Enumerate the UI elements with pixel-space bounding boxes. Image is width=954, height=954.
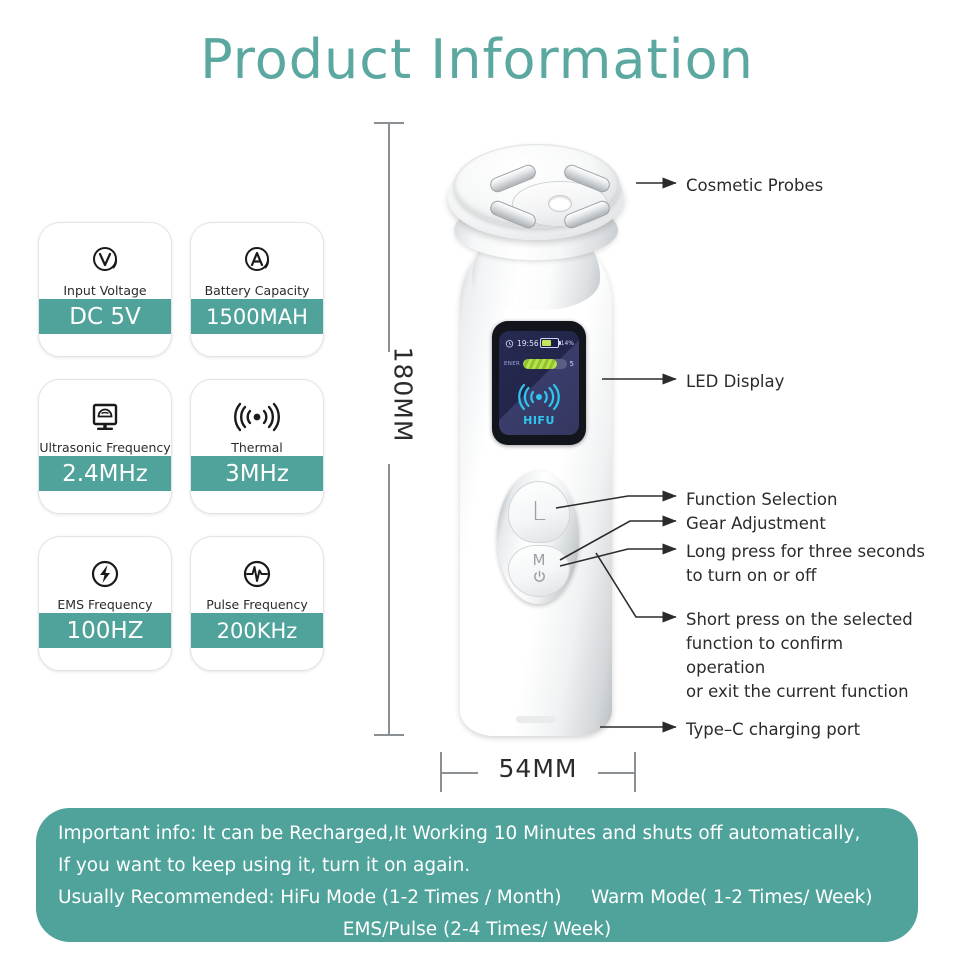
callout-long-press: Long press for three seconds to turn on … <box>686 540 926 588</box>
device-illustration: 19:56 14% ENER 5 <box>432 128 642 740</box>
led-display-screen: 19:56 14% ENER 5 <box>499 331 579 435</box>
callout-function-selection: Function Selection <box>686 490 838 509</box>
callout-led-display: LED Display <box>686 372 785 391</box>
ultrasonic-wave-icon <box>499 383 579 411</box>
spec-card-value: 2.4MHz <box>39 456 171 491</box>
callout-short-press: Short press on the selected function to … <box>686 608 926 704</box>
height-dimension-cap-bottom <box>374 734 404 736</box>
width-dimension-label: 54MM <box>478 754 598 783</box>
spec-card-label: EMS Frequency <box>57 597 153 612</box>
function-selection-button[interactable]: L <box>508 481 570 543</box>
lightning-bolt-circle-icon <box>87 551 123 597</box>
width-dimension-cap-left <box>440 752 442 792</box>
banner-line-2: If you want to keep using it, turn it on… <box>58 855 471 876</box>
spec-card-row-1: Input Voltage DC 5V Battery Capacity 150… <box>38 222 338 357</box>
height-dimension-mask <box>381 352 397 464</box>
spec-card-ultrasonic-frequency: Ultrasonic Frequency 2.4MHz <box>38 379 172 514</box>
pulse-heartbeat-circle-icon <box>239 551 275 597</box>
battery-icon <box>539 338 561 348</box>
screen-status-bar: 19:56 14% <box>505 338 574 348</box>
led-display-bezel: 19:56 14% ENER 5 <box>492 321 586 445</box>
spec-card-grid: Input Voltage DC 5V Battery Capacity 150… <box>38 222 338 693</box>
spec-card-pulse-frequency: Pulse Frequency 200KHz <box>190 536 324 671</box>
mode-button-label: M <box>532 551 546 569</box>
spec-card-battery-capacity: Battery Capacity 1500MAH <box>190 222 324 357</box>
height-dimension-cap-top <box>374 122 404 124</box>
probe-head-disc <box>454 144 620 231</box>
important-info-banner: Important info: It can be Recharged,It W… <box>36 808 918 942</box>
spec-card-ems-frequency: EMS Frequency 100HZ <box>38 536 172 671</box>
height-dimension-label: 180MM <box>388 346 418 443</box>
screen-energy-row: ENER 5 <box>504 359 574 369</box>
spec-card-thermal: Thermal 3MHz <box>190 379 324 514</box>
spec-card-row-2: Ultrasonic Frequency 2.4MHz Thermal <box>38 379 338 514</box>
callout-cosmetic-probes: Cosmetic Probes <box>686 176 824 195</box>
banner-line-1: Important info: It can be Recharged,It W… <box>58 823 861 844</box>
button-panel: L M <box>497 471 579 604</box>
spec-card-row-3: EMS Frequency 100HZ Pulse Frequency 200K… <box>38 536 338 671</box>
ampere-circle-icon <box>239 237 275 283</box>
spec-card-label: Ultrasonic Frequency <box>39 440 171 455</box>
battery-percent-label: 14% <box>560 339 574 347</box>
callout-long-press-line2: to turn on or off <box>686 565 817 585</box>
power-icon <box>532 569 547 589</box>
spec-card-value: 200KHz <box>191 613 323 648</box>
spec-card-value: 3MHz <box>191 456 323 491</box>
banner-line-3: Usually Recommended: HiFu Mode (1-2 Time… <box>52 882 902 914</box>
callout-gear-adjustment: Gear Adjustment <box>686 514 826 533</box>
alarm-clock-icon <box>505 339 514 348</box>
wave-emission-icon <box>231 394 283 440</box>
energy-level-value: 5 <box>569 360 574 368</box>
callout-short-press-line2: function to confirm operation <box>686 633 844 677</box>
spec-card-value: 1500MAH <box>191 299 323 334</box>
callout-type-c-port: Type–C charging port <box>686 720 861 739</box>
spec-card-label: Pulse Frequency <box>206 597 308 612</box>
screen-clock: 19:56 <box>505 339 539 348</box>
spec-card-label: Thermal <box>231 440 283 455</box>
energy-label: ENER <box>504 361 521 367</box>
callout-long-press-line1: Long press for three seconds <box>686 542 925 561</box>
ultrasound-probe-icon <box>86 394 124 440</box>
spec-card-value: 100HZ <box>39 613 171 648</box>
banner-line-4: EMS/Pulse (2-4 Times/ Week) <box>342 919 612 940</box>
page-title: Product Information <box>200 28 754 91</box>
screen-mode-label: HIFU <box>523 414 555 427</box>
width-dimension-cap-right <box>634 752 636 792</box>
battery-fill <box>541 340 551 346</box>
mode-power-button[interactable]: M <box>508 545 570 597</box>
probe-head-center-hole <box>548 195 572 212</box>
screen-time: 19:56 <box>517 338 539 348</box>
banner-line-3a: Usually Recommended: HiFu Mode (1-2 Time… <box>58 887 562 908</box>
energy-bar-fill <box>523 359 557 369</box>
callout-short-press-line1: Short press on the selected <box>686 610 913 629</box>
energy-bar <box>523 359 567 369</box>
function-button-label: L <box>531 497 547 527</box>
spec-card-label: Battery Capacity <box>204 283 310 298</box>
banner-line-3b: Warm Mode( 1-2 Times/ Week) <box>590 887 873 908</box>
voltage-circle-icon <box>87 237 123 283</box>
spec-card-input-voltage: Input Voltage DC 5V <box>38 222 172 357</box>
spec-card-value: DC 5V <box>39 299 171 334</box>
type-c-charging-port <box>516 716 556 723</box>
callout-short-press-line3: or exit the current function <box>686 681 909 701</box>
screen-battery: 14% <box>539 338 574 348</box>
spec-card-label: Input Voltage <box>63 283 147 298</box>
